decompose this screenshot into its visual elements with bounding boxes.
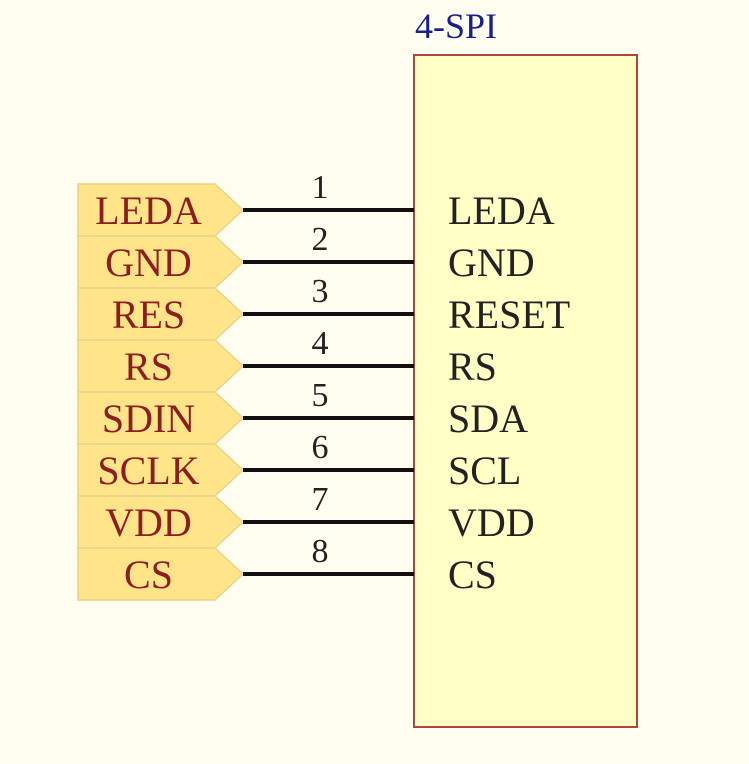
port-connector [77,547,245,601]
port-connector [77,495,245,549]
pin-number: 4 [312,325,329,362]
pin-name: SDA [448,396,528,441]
port-label: LEDA [95,188,202,233]
pin-name: RS [448,344,497,389]
port-connector [77,443,245,497]
pin-row-8: CS 8CS [77,533,497,601]
pin-row-4: RS 4RS [77,325,497,393]
pin-name: GND [448,240,535,285]
pin-number: 8 [312,533,329,570]
port-connector [77,391,245,445]
port-label: VDD [105,500,192,545]
pin-name: SCL [448,448,521,493]
port-label: CS [124,552,173,597]
pin-number: 7 [312,481,329,518]
pin-name: CS [448,552,497,597]
port-connector [77,235,245,289]
port-connector [77,287,245,341]
pin-number: 6 [312,429,329,466]
port-label: SDIN [102,396,195,441]
pin-name: VDD [448,500,535,545]
port-label: GND [105,240,192,285]
pin-number: 1 [312,169,329,206]
pins-group: LEDA1LEDAGND2GNDRES3RESETRS4RSSDIN5SDASC… [77,169,570,601]
component-title: 4-SPI [415,6,497,46]
port-connector [77,183,245,237]
port-connector [77,339,245,393]
pin-name: RESET [448,292,570,337]
port-label: RES [112,292,185,337]
pin-number: 5 [312,377,329,414]
port-label: SCLK [97,448,199,493]
pin-name: LEDA [448,188,555,233]
pin-number: 3 [312,273,329,310]
pin-number: 2 [312,221,329,258]
port-label: RS [124,344,173,389]
component-body [413,54,638,728]
